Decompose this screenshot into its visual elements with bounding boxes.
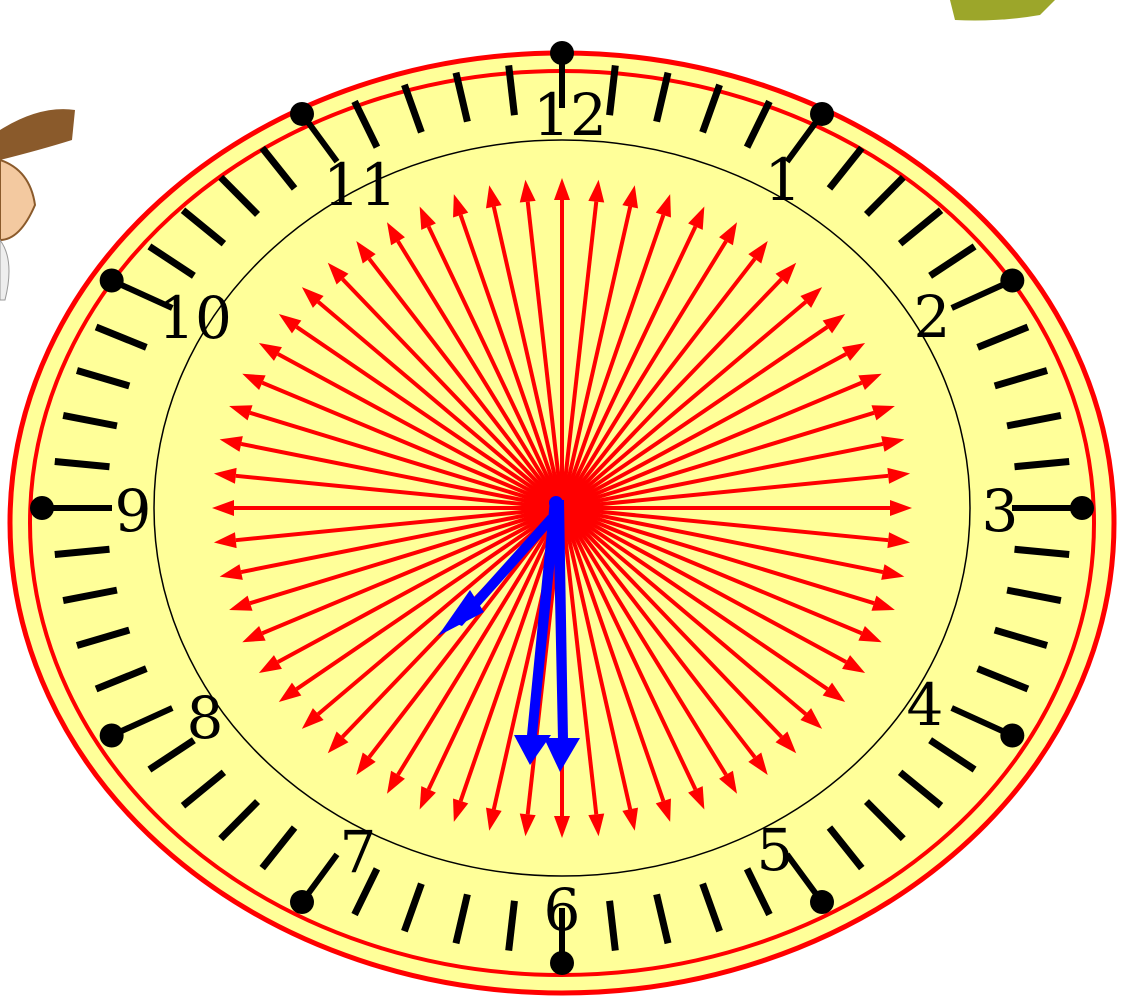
green-object-shape — [950, 0, 1055, 20]
hour-dot — [100, 724, 124, 748]
numeral-10: 10 — [158, 284, 232, 352]
numeral-6: 6 — [544, 876, 581, 944]
numeral-4: 4 — [907, 671, 944, 739]
green-object-decoration — [950, 0, 1055, 20]
hour-dot — [290, 890, 314, 914]
numeral-7: 7 — [340, 818, 377, 886]
face-shape — [0, 160, 35, 240]
hour-dot — [290, 102, 314, 126]
beard-shape — [0, 240, 9, 300]
numeral-11: 11 — [323, 151, 397, 219]
hour-dot — [1000, 269, 1024, 293]
hour-dot — [550, 951, 574, 975]
numeral-2: 2 — [914, 283, 951, 351]
hour-dot — [100, 269, 124, 293]
cartoon-figure-decoration — [0, 109, 75, 300]
hands-pivot — [549, 496, 563, 510]
numeral-9: 9 — [115, 477, 152, 545]
numeral-5: 5 — [757, 816, 794, 884]
numeral-1: 1 — [765, 146, 802, 214]
numeral-12: 12 — [533, 81, 607, 149]
hat-brim-shape — [0, 109, 75, 160]
hour-dot — [1000, 724, 1024, 748]
numeral-8: 8 — [187, 684, 224, 752]
numeral-3: 3 — [982, 477, 1019, 545]
hour-dot — [810, 102, 834, 126]
hour-dot — [550, 41, 574, 65]
hour-dot — [810, 890, 834, 914]
hour-dot — [1070, 496, 1094, 520]
hour-dot — [30, 496, 54, 520]
